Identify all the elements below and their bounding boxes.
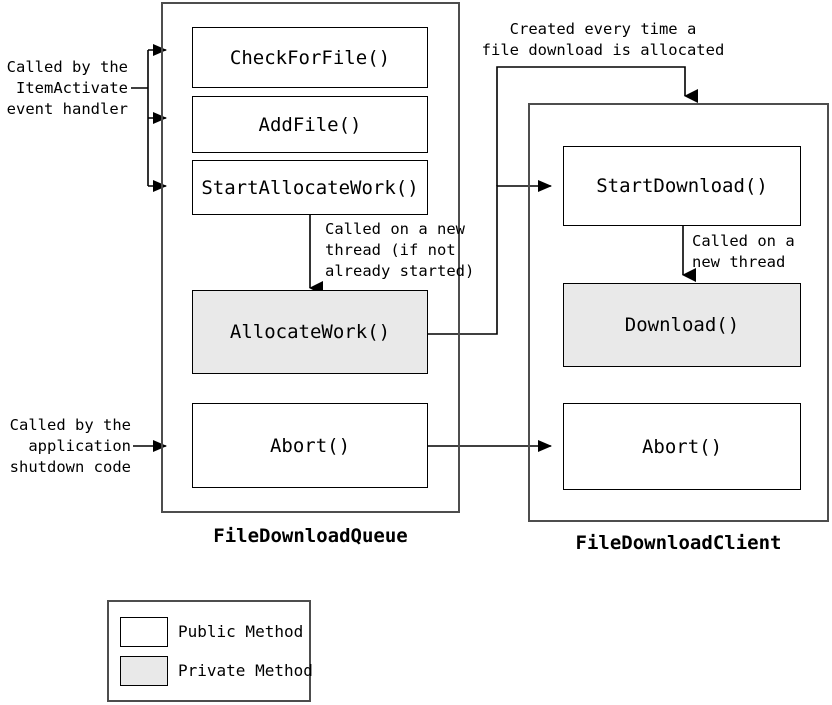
method-box-startdownload[interactable]: StartDownload() bbox=[563, 146, 801, 226]
legend-label-private: Private Method bbox=[178, 661, 313, 680]
method-label: CheckForFile() bbox=[229, 46, 391, 69]
method-label: Download() bbox=[624, 314, 740, 336]
method-label: StartAllocateWork() bbox=[201, 176, 419, 199]
method-box-startallocatework[interactable]: StartAllocateWork() bbox=[192, 160, 428, 215]
filedownloadqueue-container bbox=[161, 2, 460, 513]
annotation-new-thread-queue: Called on a new thread (if not already s… bbox=[325, 220, 475, 280]
allocatework-to-startdownload-connector bbox=[428, 180, 552, 335]
method-label: Abort() bbox=[641, 435, 723, 458]
method-label: AddFile() bbox=[258, 113, 362, 136]
annotation-itemactivate: Called by the ItemActivate event handler bbox=[6, 58, 128, 118]
method-box-queue-abort[interactable]: Abort() bbox=[192, 403, 428, 488]
method-label: StartDownload() bbox=[596, 175, 768, 197]
method-box-allocatework[interactable]: AllocateWork() bbox=[192, 290, 428, 374]
method-box-download[interactable]: Download() bbox=[563, 283, 801, 367]
legend-label-public: Public Method bbox=[178, 622, 304, 641]
filedownloadclient-title: FileDownloadClient bbox=[575, 532, 782, 554]
method-box-checkforfile[interactable]: CheckForFile() bbox=[192, 27, 428, 88]
filedownloadqueue-title: FileDownloadQueue bbox=[213, 525, 408, 547]
method-label: AllocateWork() bbox=[229, 321, 391, 343]
created-every-time-connector bbox=[496, 66, 698, 186]
legend-swatch-private bbox=[120, 656, 168, 686]
itemactivate-connector bbox=[131, 44, 167, 192]
annotation-shutdown: Called by the application shutdown code bbox=[9, 416, 131, 476]
method-box-client-abort[interactable]: Abort() bbox=[563, 403, 801, 490]
filedownloadclient-container bbox=[528, 103, 829, 522]
legend-swatch-public bbox=[120, 617, 168, 647]
annotation-new-thread-client: Called on a new thread bbox=[692, 232, 795, 271]
annotation-created-every-time: Created every time a file download is al… bbox=[481, 20, 725, 59]
method-box-addfile[interactable]: AddFile() bbox=[192, 96, 428, 153]
method-label: Abort() bbox=[269, 434, 351, 457]
legend-frame bbox=[107, 600, 311, 702]
